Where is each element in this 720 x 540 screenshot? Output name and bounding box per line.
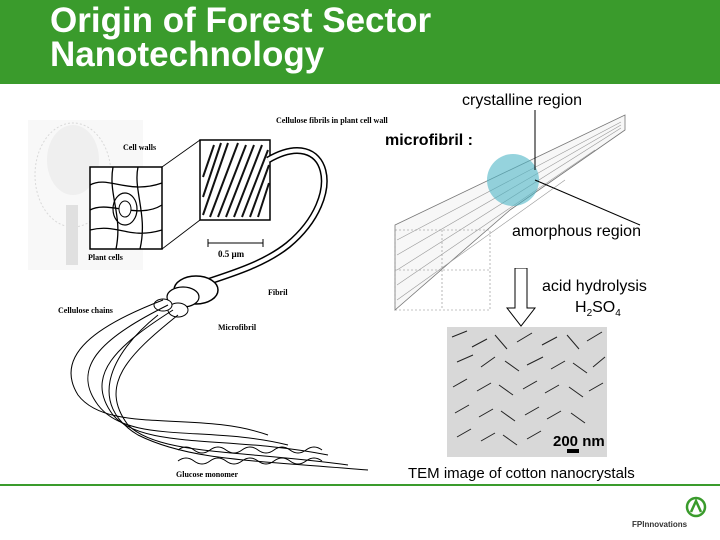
- label-cell-walls: Cell walls: [123, 143, 156, 152]
- footer-divider: [0, 484, 720, 486]
- glucose-monomer-chain: [177, 446, 323, 465]
- title-line-2: Nanotechnology: [50, 35, 325, 74]
- title-line-1: Origin of Forest Sector: [50, 1, 432, 40]
- plant-cells-box: [89, 166, 163, 250]
- cellulose-hierarchy-diagram: Cellulose fibrils in plant cell wall (TE…: [28, 116, 388, 479]
- crystalline-highlight: [487, 154, 539, 206]
- title-bar: [0, 0, 720, 84]
- down-arrow: [505, 268, 537, 327]
- label-plant-cells: Plant cells: [88, 253, 123, 262]
- label-glucose-monomer: Glucose monomer: [176, 470, 238, 479]
- tem-caption: TEM image of cotton nanocrystals: [408, 465, 635, 482]
- fpinnovations-logo: [685, 496, 707, 518]
- label-acid-hydrolysis: acid hydrolysis: [542, 278, 647, 295]
- slide-title: Origin of Forest Sector Nanotechnology: [50, 1, 432, 74]
- label-crystalline-region: crystalline region: [462, 92, 583, 109]
- scale-label-200nm: 200 nm: [553, 433, 605, 450]
- grid-block: [394, 229, 491, 311]
- label-scale-05: 0.5 µm: [218, 249, 245, 259]
- label-amorphous-region: amorphous region: [512, 223, 641, 240]
- tem-image: [447, 327, 607, 457]
- cellulose-chains: [70, 299, 369, 471]
- label-h2so4: H2SO4: [575, 299, 621, 320]
- label-cellulose-chains: Cellulose chains: [58, 306, 113, 315]
- logo-text: FPInnovations: [632, 520, 688, 529]
- label-microfibril-diagram: Microfibril: [218, 323, 257, 332]
- label-cellulose-fibrils: Cellulose fibrils in plant cell wall (TE…: [276, 116, 388, 125]
- label-fibril: Fibril: [268, 288, 288, 297]
- fibril-cable: [153, 147, 328, 318]
- tem-fibrils-square: [199, 139, 271, 221]
- label-microfibril: microfibril :: [385, 132, 474, 149]
